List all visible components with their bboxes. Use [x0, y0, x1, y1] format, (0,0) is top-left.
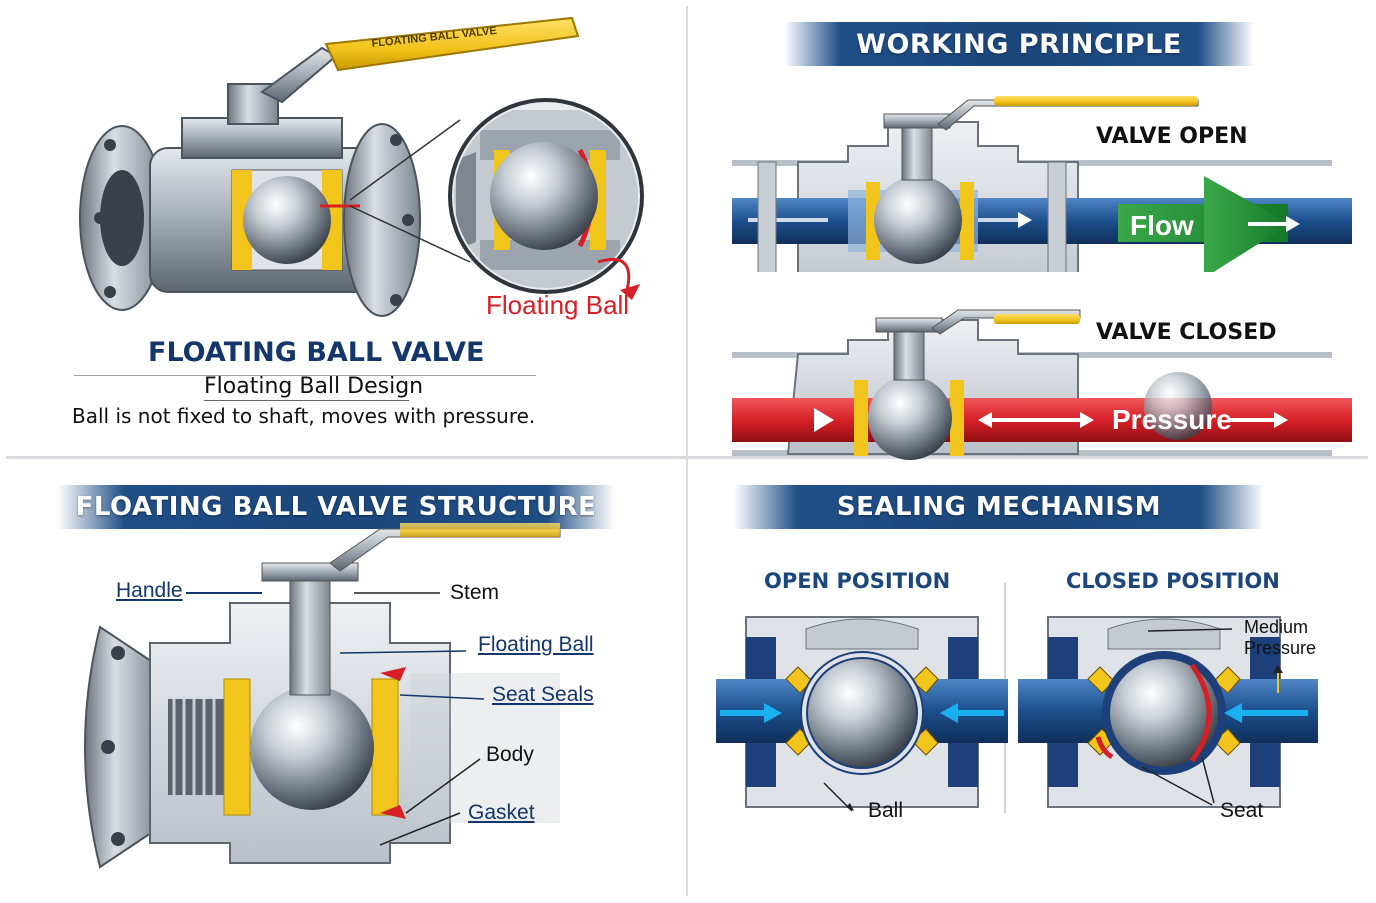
floating-ball-label: Floating Ball [478, 633, 594, 656]
closed-position-title: CLOSED POSITION [1066, 569, 1280, 593]
stem-label: Stem [450, 581, 500, 604]
valve-description: Ball is not fixed to shaft, moves with p… [72, 404, 536, 428]
subtitle-underline [204, 400, 409, 401]
medium-pressure-label: Medium Pressure [1244, 617, 1317, 658]
valve-closed-diagram [732, 309, 1352, 460]
horizontal-divider [6, 456, 1368, 459]
valve-open-label: VALVE OPEN [1096, 124, 1248, 149]
seat-seals-label: Seat Seals [492, 683, 594, 706]
structure-banner: FLOATING BALL VALVE STRUCTURE [58, 485, 614, 529]
sealing-mechanism-panel: SEALING MECHANISM OPEN POSITION CLOSED P… [688, 459, 1376, 903]
valve-structure-illustration [84, 523, 561, 869]
valve-structure-panel: FLOATING BALL VALVE STRUCTURE [0, 459, 686, 903]
floating-ball-valve-panel: FLOATING BALL VALVE Floating Ball FLOATI… [0, 0, 686, 456]
body-label: Body [486, 743, 534, 766]
title-underline [74, 375, 536, 376]
valve-open-diagram [732, 96, 1352, 272]
open-position-diagram [716, 616, 1008, 812]
floating-ball-callout-label: Floating Ball [486, 290, 630, 320]
valve-title: FLOATING BALL VALVE [148, 337, 485, 368]
vertical-divider [686, 6, 688, 896]
working-principle-banner: WORKING PRINCIPLE [784, 22, 1254, 66]
open-position-title: OPEN POSITION [764, 569, 951, 593]
closed-position-diagram [1018, 616, 1318, 808]
ball-label: Ball [868, 799, 904, 822]
valve-closed-label: VALVE CLOSED [1096, 320, 1277, 345]
working-principle-panel: WORKING PRINCIPLE VALVE OPEN Flow [688, 0, 1376, 460]
flow-label: Flow [1130, 210, 1194, 241]
handle-label: Handle [116, 579, 183, 602]
pressure-label: Pressure [1112, 404, 1232, 435]
gasket-label: Gasket [468, 801, 535, 824]
floating-ball-valve-illustration: FLOATING BALL VALVE [79, 16, 644, 317]
seat-label: Seat [1220, 799, 1264, 822]
sealing-banner: SEALING MECHANISM [734, 485, 1264, 529]
valve-subtitle: Floating Ball Design [204, 374, 424, 399]
